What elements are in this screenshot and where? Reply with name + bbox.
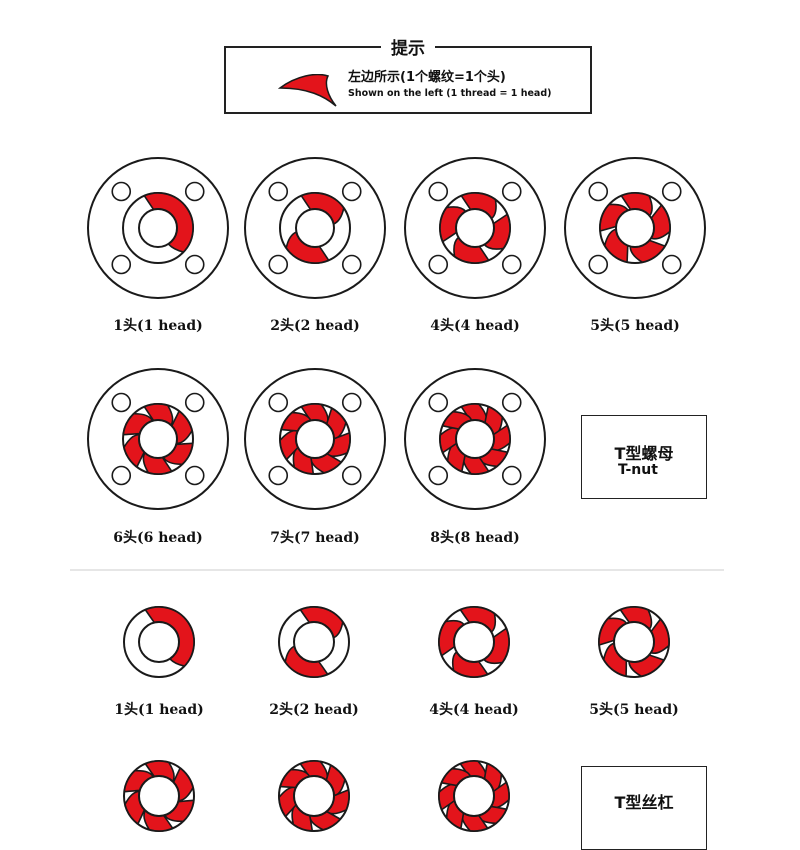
thread-bore (138, 775, 180, 817)
thread-bore (138, 621, 180, 663)
bolt-hole-1 (111, 181, 132, 202)
caption-flange-5-head: 5头(5 head) (590, 318, 680, 334)
bolt-hole-1 (588, 181, 609, 202)
thread-bore (293, 621, 335, 663)
thread-bore (138, 208, 178, 248)
thread-bore (293, 775, 335, 817)
bolt-hole-3 (428, 465, 449, 486)
caption-flange-1-head: 1头(1 head) (113, 318, 203, 334)
thread-sample-icon (278, 74, 337, 107)
bolt-hole-3 (268, 254, 289, 275)
bolt-hole-1 (268, 392, 289, 413)
bolt-hole-4 (341, 465, 362, 486)
bolt-hole-3 (268, 465, 289, 486)
legend-text-cn: 左边所示(1个螺纹=1个头) (348, 70, 506, 85)
thread-bore (455, 208, 495, 248)
bolt-hole-4 (661, 254, 682, 275)
thread-bore (453, 621, 495, 663)
bolt-hole-2 (341, 392, 362, 413)
caption-screw-4-head: 4头(4 head) (429, 702, 519, 718)
bolt-hole-3 (111, 465, 132, 486)
caption-screw-2-head: 2头(2 head) (269, 702, 359, 718)
bolt-hole-3 (588, 254, 609, 275)
caption-flange-7-head: 7头(7 head) (270, 530, 360, 546)
bolt-hole-2 (184, 392, 205, 413)
section-divider (70, 569, 724, 571)
legend-title: 提示 (381, 34, 435, 59)
thread-bore (453, 775, 495, 817)
bolt-hole-1 (268, 181, 289, 202)
bolt-hole-4 (184, 254, 205, 275)
thread-bore (138, 419, 178, 459)
legend-text-en: Shown on the left (1 thread = 1 head) (348, 88, 552, 99)
bolt-hole-2 (501, 181, 522, 202)
bolt-hole-2 (184, 181, 205, 202)
type-box-t-screw: T型丝杠 (581, 766, 707, 850)
thread-bore (295, 419, 335, 459)
caption-flange-2-head: 2头(2 head) (270, 318, 360, 334)
thread-bore (613, 621, 655, 663)
thread-bore (295, 208, 335, 248)
thread-bore (615, 208, 655, 248)
bolt-hole-1 (111, 392, 132, 413)
type-box-t-nut-cn: T型螺母 (614, 444, 674, 463)
bolt-hole-1 (428, 181, 449, 202)
type-box-t-nut: T型螺母 T-nut (581, 415, 707, 499)
caption-flange-6-head: 6头(6 head) (113, 530, 203, 546)
bolt-hole-3 (111, 254, 132, 275)
bolt-hole-1 (428, 392, 449, 413)
type-box-t-nut-en: T-nut (618, 462, 658, 478)
bolt-hole-4 (341, 254, 362, 275)
thread-bore (455, 419, 495, 459)
bolt-hole-4 (501, 465, 522, 486)
bolt-hole-4 (501, 254, 522, 275)
bolt-hole-2 (341, 181, 362, 202)
bolt-hole-2 (661, 181, 682, 202)
bolt-hole-2 (501, 392, 522, 413)
caption-flange-8-head: 8头(8 head) (430, 530, 520, 546)
caption-screw-5-head: 5头(5 head) (589, 702, 679, 718)
bolt-hole-4 (184, 465, 205, 486)
caption-flange-4-head: 4头(4 head) (430, 318, 520, 334)
legend-box: 提示 左边所示(1个螺纹=1个头) Shown on the left (1 t… (224, 34, 592, 114)
bolt-hole-3 (428, 254, 449, 275)
type-box-t-screw-cn: T型丝杠 (614, 793, 674, 812)
caption-screw-1-head: 1头(1 head) (114, 702, 204, 718)
